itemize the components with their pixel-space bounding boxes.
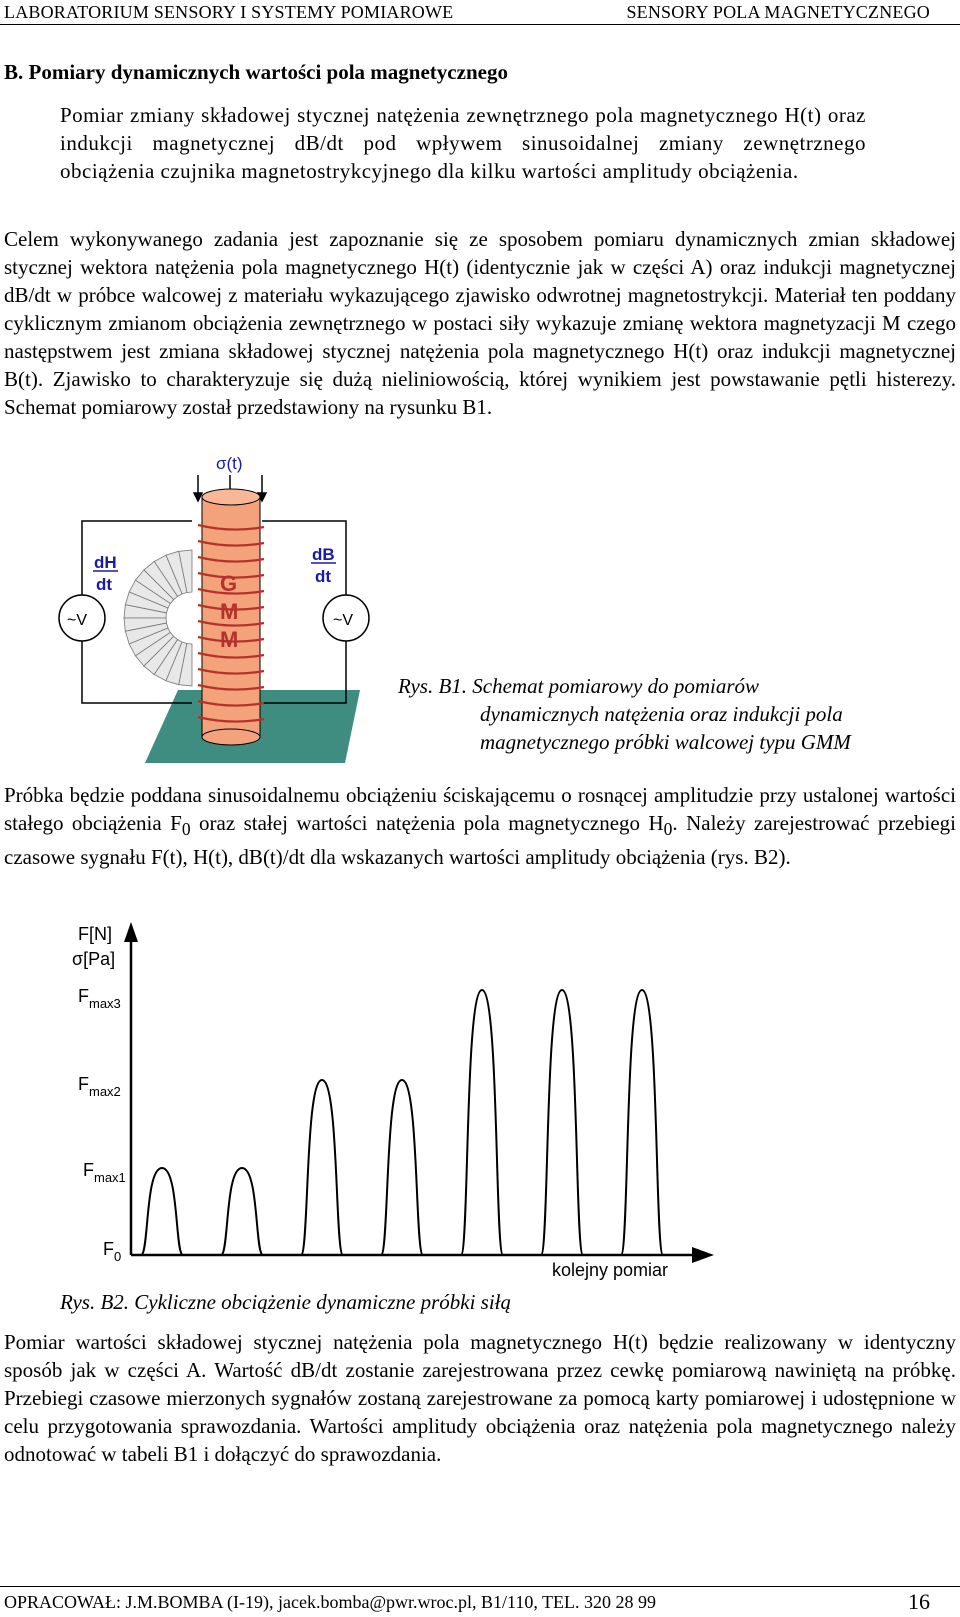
level-label-fmax2: Fmax2 bbox=[78, 1074, 121, 1099]
subscript-h0: 0 bbox=[663, 819, 673, 840]
coil-winding bbox=[197, 539, 265, 547]
voltage-source-left bbox=[58, 594, 106, 642]
level-label-fmax3: Fmax3 bbox=[78, 986, 121, 1011]
coil-winding bbox=[197, 683, 265, 691]
figure-b2-chart: F[N] σ[Pa] Fmax3 Fmax2 Fmax1 F0 kolejny … bbox=[72, 922, 714, 1280]
header-right: SENSORY POLA MAGNETYCZNEGO bbox=[626, 2, 930, 22]
coil-winding bbox=[197, 635, 265, 643]
subscript-f0: 0 bbox=[181, 819, 191, 840]
figure-b2-caption: Rys. B2. Cykliczne obciążenie dynamiczne… bbox=[60, 1290, 512, 1314]
caption-b1-line-3: magnetycznego próbki walcowej typu GMM bbox=[480, 730, 851, 754]
level-label-fmax1: Fmax1 bbox=[83, 1160, 126, 1185]
hall-sensor-fan bbox=[123, 549, 193, 687]
dh-denominator: dt bbox=[96, 575, 112, 594]
footer-divider bbox=[0, 1586, 960, 1587]
fan-segment bbox=[178, 643, 193, 687]
load-waveform bbox=[131, 988, 681, 1256]
gmm-letter-m1: M bbox=[220, 599, 238, 624]
source-right-label: ~V bbox=[333, 612, 353, 629]
gmm-letter-m2: M bbox=[220, 627, 238, 652]
header-left: LABORATORIUM SENSORY I SYSTEMY POMIAROWE bbox=[4, 2, 454, 22]
coil-winding bbox=[197, 571, 265, 579]
wiring bbox=[81, 520, 347, 704]
paragraph-1: Celem wykonywanego zadania jest zapoznan… bbox=[4, 227, 956, 419]
db-numerator: dB bbox=[312, 545, 335, 564]
page-number: 16 bbox=[908, 1589, 930, 1614]
gmm-letter-g: G bbox=[220, 571, 237, 596]
coil-winding bbox=[197, 715, 265, 723]
coil-winding bbox=[197, 555, 265, 563]
coil-winding bbox=[197, 651, 265, 659]
coil-winding bbox=[197, 523, 265, 531]
intro-paragraph: Pomiar zmiany składowej stycznej natężen… bbox=[60, 103, 866, 183]
x-axis-label: kolejny pomiar bbox=[552, 1260, 668, 1280]
paragraph-3: Pomiar wartości składowej stycznej natęż… bbox=[4, 1330, 956, 1466]
caption-b1-line-2: dynamicznych natężenia oraz indukcji pol… bbox=[480, 702, 843, 726]
figure-b1-caption: Rys. B1. Schemat pomiarowy do pomiarów d… bbox=[398, 672, 928, 756]
header-divider bbox=[0, 24, 960, 25]
level-label-f0: F0 bbox=[103, 1239, 121, 1264]
footer-text: OPRACOWAŁ: J.M.BOMBA (I-19), jacek.bomba… bbox=[4, 1592, 657, 1612]
paragraph-2-part-1: Próbka będzie poddana sinusoidalnemu obc… bbox=[4, 783, 956, 835]
sigma-label: σ(t) bbox=[216, 454, 243, 473]
coil-winding bbox=[197, 587, 265, 595]
voltage-source-right bbox=[322, 594, 370, 642]
pickup-coil bbox=[197, 523, 265, 723]
gmm-sample bbox=[201, 488, 261, 746]
coil-winding bbox=[197, 603, 265, 611]
source-left-label: ~V bbox=[67, 612, 87, 629]
coil-winding bbox=[197, 699, 265, 707]
caption-b1-line-1: Rys. B1. Schemat pomiarowy do pomiarów bbox=[398, 674, 760, 698]
paragraph-2: Próbka będzie poddana sinusoidalnemu obc… bbox=[4, 781, 956, 871]
y-label-1: F[N] bbox=[78, 924, 112, 944]
paragraph-2-part-3: . Należy zarejestrować przebiegi czasowe… bbox=[4, 811, 956, 870]
paragraph-2-part-2: oraz stałej wartości natężenia pola magn… bbox=[190, 811, 664, 835]
y-label-2: σ[Pa] bbox=[72, 949, 115, 969]
figure-b1-diagram: σ(t) G M M dH dt dB dt ~V ~V bbox=[58, 454, 370, 763]
y-axis-arrow bbox=[124, 922, 138, 942]
coil-winding bbox=[197, 667, 265, 675]
dh-numerator: dH bbox=[94, 553, 117, 572]
x-axis-arrow bbox=[692, 1247, 714, 1263]
coil-winding bbox=[197, 619, 265, 627]
section-title: B. Pomiary dynamicznych wartości pola ma… bbox=[4, 60, 508, 84]
db-denominator: dt bbox=[315, 567, 331, 586]
